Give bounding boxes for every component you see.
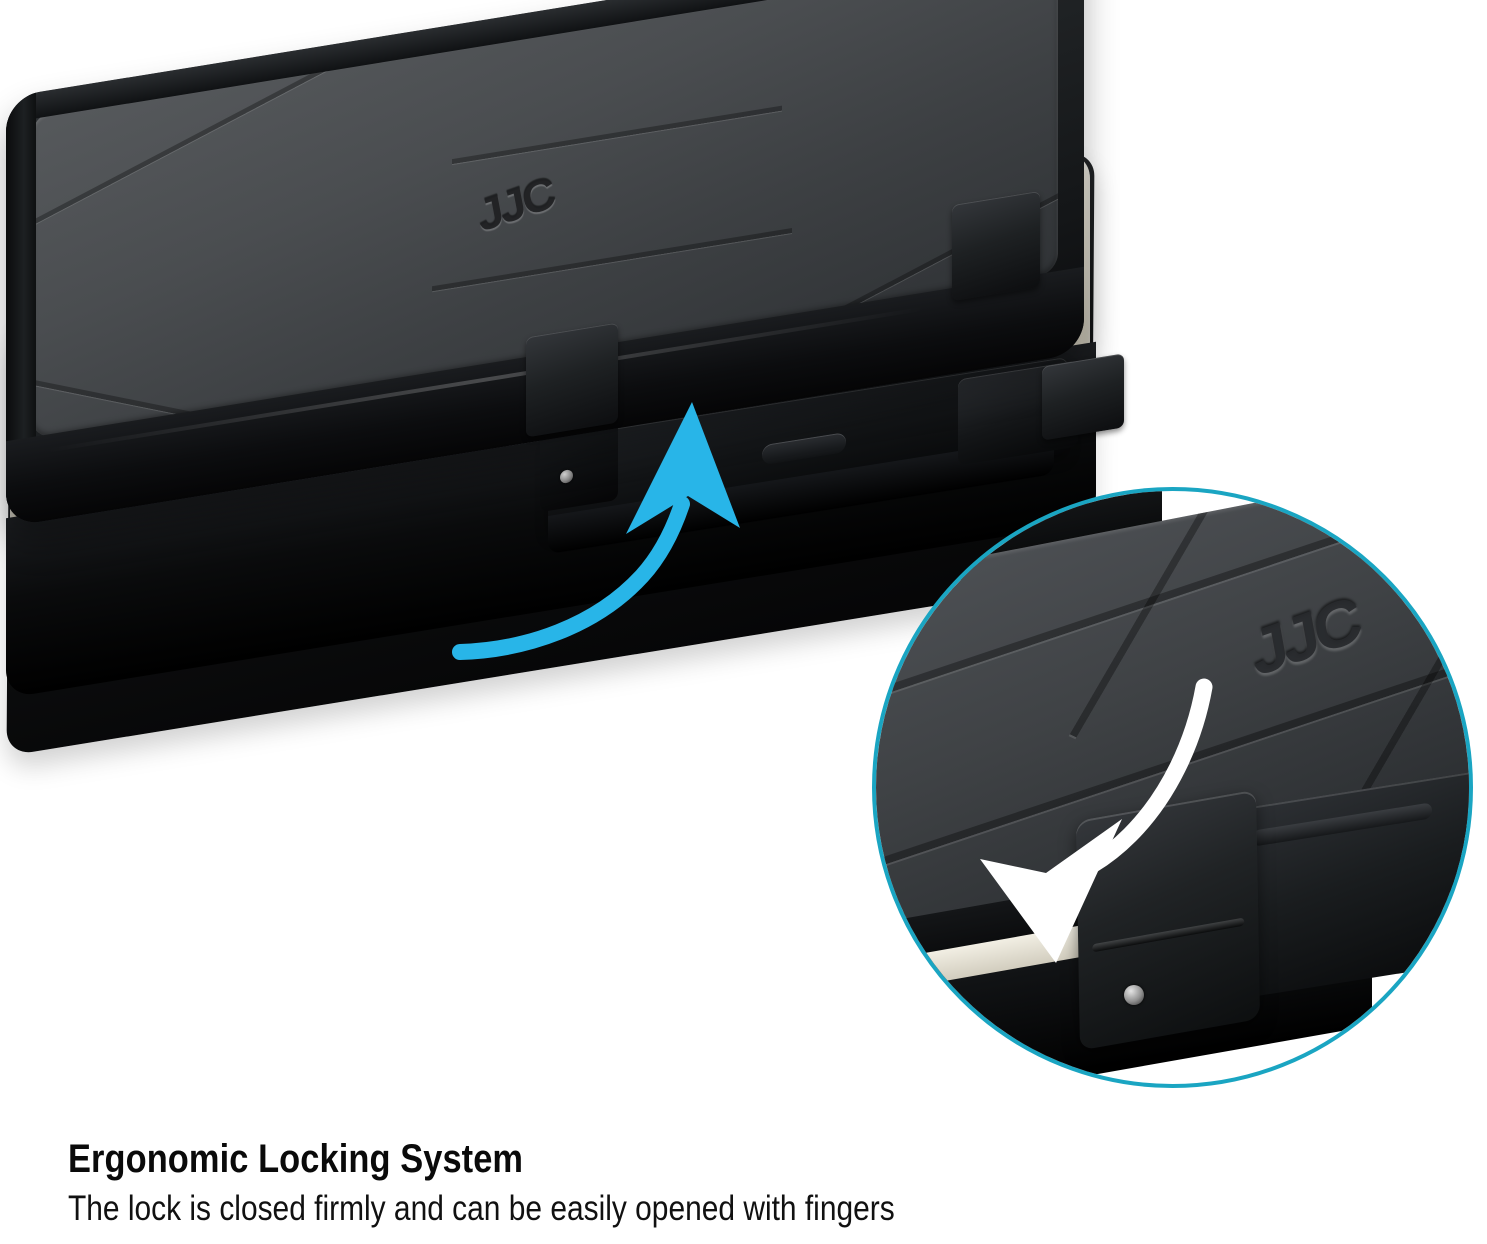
- caption-block: Ergonomic Locking System The lock is clo…: [68, 1136, 1268, 1230]
- inset-zoom-view: JJC: [876, 491, 1469, 1084]
- lid-latch-tab: [952, 190, 1040, 302]
- lid-latch-tab: [1042, 353, 1124, 441]
- caption-subheading: The lock is closed firmly and can be eas…: [68, 1189, 895, 1228]
- caption-heading: Ergonomic Locking System: [68, 1137, 524, 1181]
- curved-down-arrow-icon: [980, 677, 1220, 967]
- curved-up-arrow-icon: [430, 400, 810, 660]
- magnifier-circle-icon: JJC: [872, 487, 1473, 1088]
- jjc-brand-emboss: JJC: [473, 166, 557, 242]
- inset-latch-screw: [1124, 985, 1144, 1005]
